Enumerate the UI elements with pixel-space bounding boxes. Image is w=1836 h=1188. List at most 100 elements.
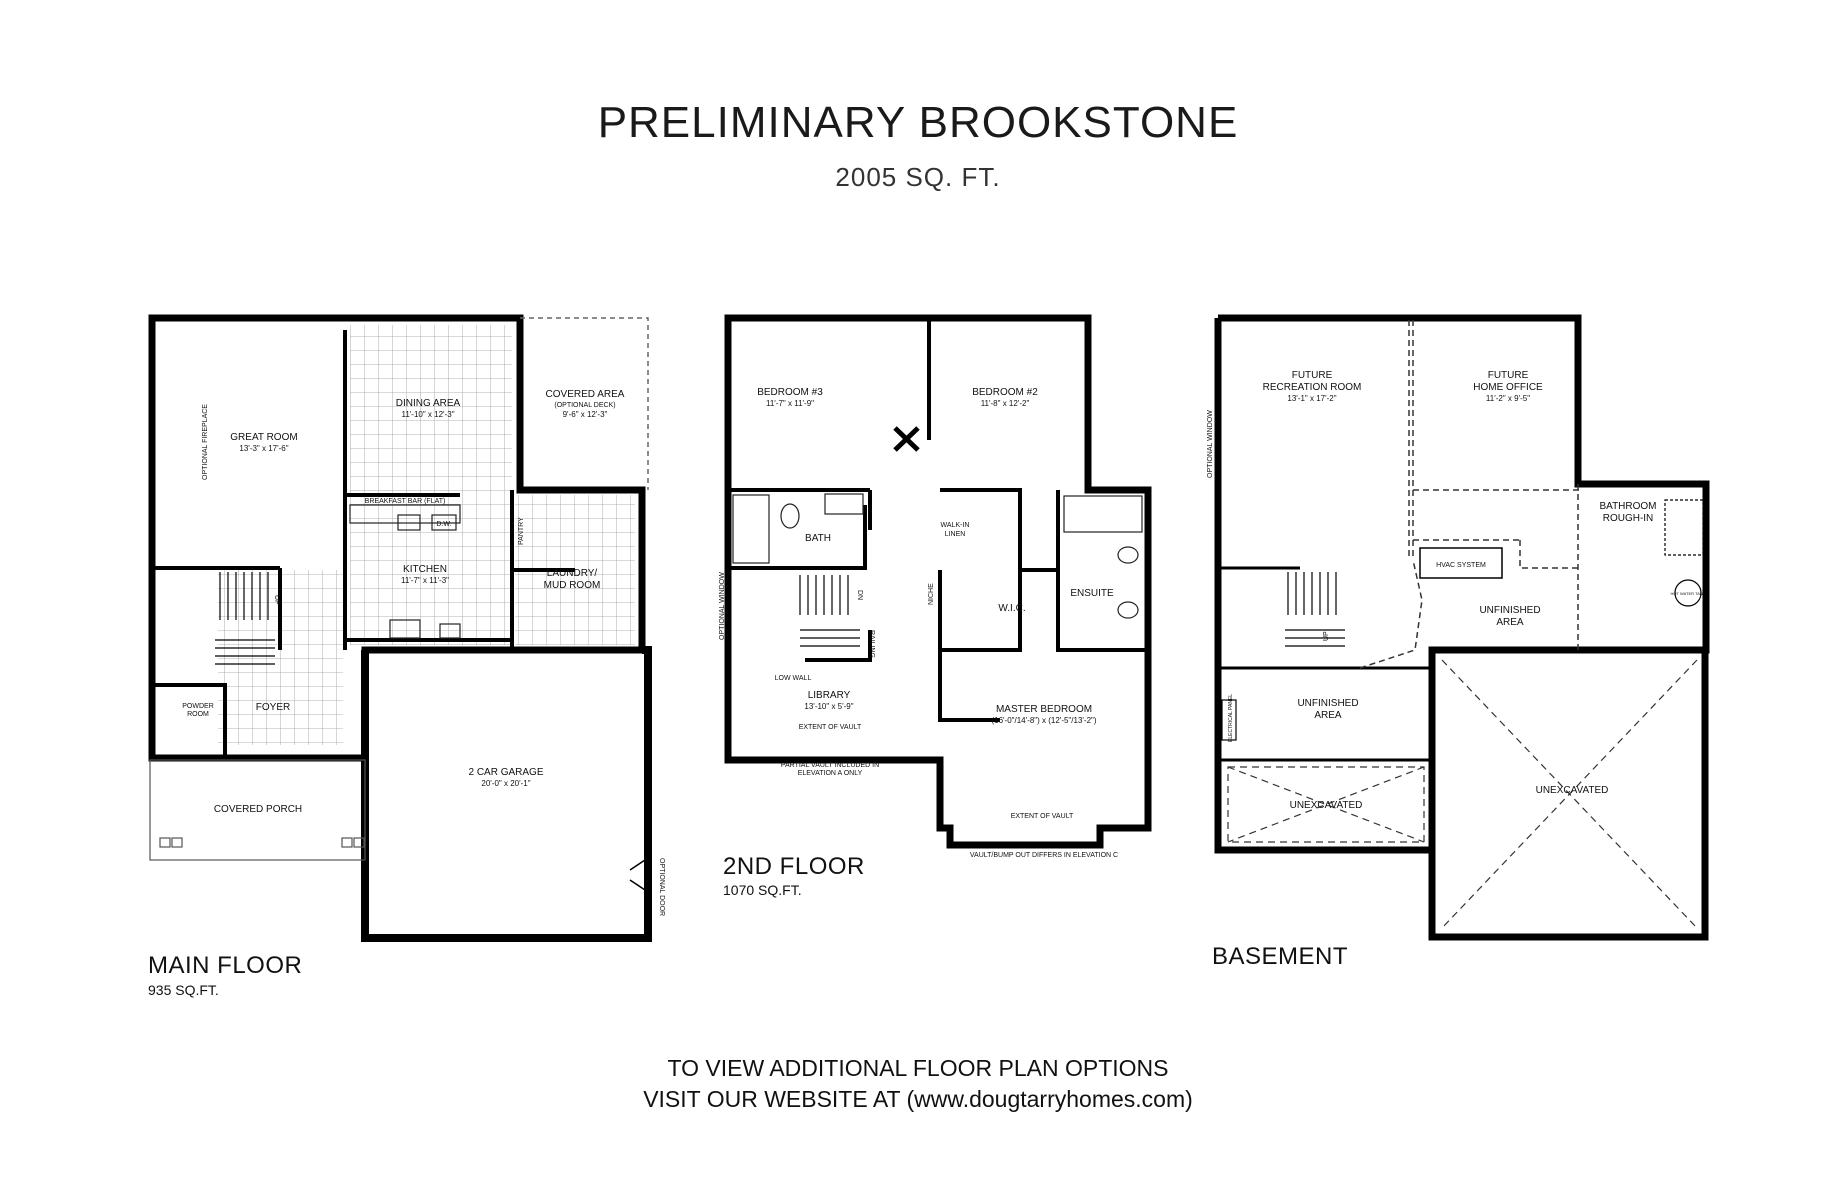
optional-fireplace-label: OPTIONAL FIREPLACE xyxy=(202,404,209,480)
linen-label: LINEN xyxy=(945,531,966,538)
kitchen-dim: 11'-7" x 11'-3" xyxy=(401,576,449,585)
low-wall-label: LOW WALL xyxy=(775,675,812,682)
second-exterior-walls xyxy=(724,314,1152,849)
total-area: 2005 SQ. FT. xyxy=(835,162,1001,192)
bathroom-rough-in-label: BATHROOM xyxy=(1599,501,1656,512)
second-interior-walls xyxy=(728,320,1148,722)
great-room-dim: 13'-3" x 17'-6" xyxy=(239,444,288,453)
breakfast-bar-label: BREAKFAST BAR (FLAT) xyxy=(365,498,446,505)
garage-door xyxy=(629,859,646,891)
bath-label: BATH xyxy=(805,533,831,544)
laundry-label: LAUNDRY/ xyxy=(547,568,598,579)
pantry-label: PANTRY xyxy=(518,517,525,545)
basement-interior-walls xyxy=(1218,566,1432,762)
basement-optional-window-label: OPTIONAL WINDOW xyxy=(1207,410,1214,478)
garage-dim: 20'-0" x 20'-1" xyxy=(481,779,530,788)
bath-fixtures xyxy=(732,493,1143,619)
unfinished-label: UNFINISHED xyxy=(1479,605,1540,616)
partial-vault-label: PARTIAL VAULT INCLUDED IN xyxy=(781,762,879,769)
railing-label: RAILING xyxy=(868,630,875,658)
kitchen-fixtures xyxy=(349,504,461,639)
master-bedroom-dim: (16'-0"/14'-8") x (12'-5"/13'-2") xyxy=(991,716,1096,725)
garage-label: 2 CAR GARAGE xyxy=(468,767,543,778)
ensuite-label: ENSUITE xyxy=(1070,588,1114,599)
kitchen-label: KITCHEN xyxy=(403,564,447,575)
rough-in-shower xyxy=(1664,499,1704,556)
master-bedroom-label: MASTER BEDROOM xyxy=(996,704,1092,715)
bathroom-rough-in-label-2: ROUGH-IN xyxy=(1603,513,1654,524)
covered-porch-outline xyxy=(149,759,366,861)
dishwasher-label: D.W. xyxy=(436,521,451,528)
future-office-dim: 11'-2" x 9'-5" xyxy=(1486,394,1530,403)
walkin-label: WALK-IN xyxy=(941,522,970,529)
main-floor-name: MAIN FLOOR xyxy=(148,952,303,979)
unfinished2-area-label: AREA xyxy=(1314,710,1342,721)
plan-title: PRELIMINARY BROOKSTONE xyxy=(597,98,1239,147)
future-rec-label-2: RECREATION ROOM xyxy=(1263,382,1362,393)
main-floor-plan: GREAT ROOM 13'-3" x 17'-6" OPTIONAL FIRE… xyxy=(148,314,665,942)
footer-line-2: VISIT OUR WEBSITE AT (www.dougtarryhomes… xyxy=(643,1086,1193,1112)
kitchen-tile-floor xyxy=(350,325,512,645)
footer-line-1: TO VIEW ADDITIONAL FLOOR PLAN OPTIONS xyxy=(667,1055,1169,1081)
main-stairs-up-label: UP xyxy=(273,595,280,605)
basement-exterior-walls xyxy=(1214,314,1710,941)
basement-plan: FUTURE RECREATION ROOM 13'-1" x 17'-2" F… xyxy=(1207,314,1710,941)
unexcavated-x xyxy=(1227,659,1698,929)
covered-area-note: (OPTIONAL DECK) xyxy=(554,402,615,409)
library-dim: 13'-10" x 5'-9" xyxy=(804,702,853,711)
powder-label: POWDER xyxy=(182,703,214,710)
bedroom2-dim: 11'-8" x 12'-2" xyxy=(981,399,1030,408)
second-floor-plan: BEDROOM #3 11'-7" x 11'-9" BEDROOM #2 11… xyxy=(719,314,1152,859)
basement-stairs-up-label: UP xyxy=(1323,631,1330,641)
library-label: LIBRARY xyxy=(808,690,851,701)
unfinished-area-label: AREA xyxy=(1496,617,1524,628)
dining-area-label: DINING AREA xyxy=(396,398,461,409)
second-stairs-dn-label: DN xyxy=(856,590,863,600)
bedroom2-label: BEDROOM #2 xyxy=(972,387,1038,398)
main-interior-walls xyxy=(152,330,575,758)
main-floor-area: 935 SQ.FT. xyxy=(148,982,219,998)
main-stairs xyxy=(215,572,275,665)
second-optional-window-label: OPTIONAL WINDOW xyxy=(719,572,726,640)
garage-walls xyxy=(361,646,652,942)
extent-of-vault-label: EXTENT OF VAULT xyxy=(799,724,862,731)
second-stairs xyxy=(799,575,860,647)
bedroom-closet-x xyxy=(893,426,920,452)
powder-room-label: ROOM xyxy=(187,711,209,718)
future-rec-dim: 13'-1" x 17'-2" xyxy=(1287,394,1336,403)
niche-label: NICHE xyxy=(928,583,935,605)
covered-porch-label: COVERED PORCH xyxy=(214,804,302,815)
basement-dashed-lines xyxy=(1359,320,1580,669)
future-office-label-2: HOME OFFICE xyxy=(1473,382,1543,393)
wic-label: W.I.C. xyxy=(998,603,1025,614)
partial-vault-label-2: ELEVATION A ONLY xyxy=(798,770,863,777)
electrical-panel-label: ELECTRICAL PANEL xyxy=(1228,694,1234,742)
mud-room-label: MUD ROOM xyxy=(544,580,601,591)
foyer-label: FOYER xyxy=(256,702,290,713)
bedroom3-dim: 11'-7" x 11'-9" xyxy=(766,399,814,408)
electrical-panel xyxy=(1221,699,1237,741)
covered-area-label: COVERED AREA xyxy=(546,389,625,400)
hvac-unit xyxy=(1419,547,1503,579)
great-room-label: GREAT ROOM xyxy=(230,432,297,443)
unfinished2-label: UNFINISHED xyxy=(1297,698,1358,709)
future-office-label: FUTURE xyxy=(1488,370,1529,381)
extent-of-vault-master-label: EXTENT OF VAULT xyxy=(1011,813,1074,820)
unexcavated1-label: UNEXCAVATED xyxy=(1290,800,1363,811)
covered-area-dim: 9'-6" x 12'-3" xyxy=(563,410,608,419)
second-floor-name: 2ND FLOOR xyxy=(723,853,865,880)
hvac-label: HVAC SYSTEM xyxy=(1436,562,1486,569)
unexcavated2-label: UNEXCAVATED xyxy=(1536,785,1609,796)
vault-bumpout-note: VAULT/BUMP OUT DIFFERS IN ELEVATION C xyxy=(970,852,1118,859)
second-floor-area: 1070 SQ.FT. xyxy=(723,882,802,898)
future-rec-label: FUTURE xyxy=(1292,370,1333,381)
basement-stairs xyxy=(1285,572,1345,647)
dining-area-dim: 11'-10" x 12'-3" xyxy=(401,410,454,419)
covered-area-outline xyxy=(520,317,649,490)
bedroom3-label: BEDROOM #3 xyxy=(757,387,823,398)
hot-water-label: HOT WATER TANK xyxy=(1671,591,1706,596)
optional-door-label: OPTIONAL DOOR xyxy=(658,858,665,916)
basement-name: BASEMENT xyxy=(1212,943,1349,970)
hot-water-tank xyxy=(1674,579,1702,607)
